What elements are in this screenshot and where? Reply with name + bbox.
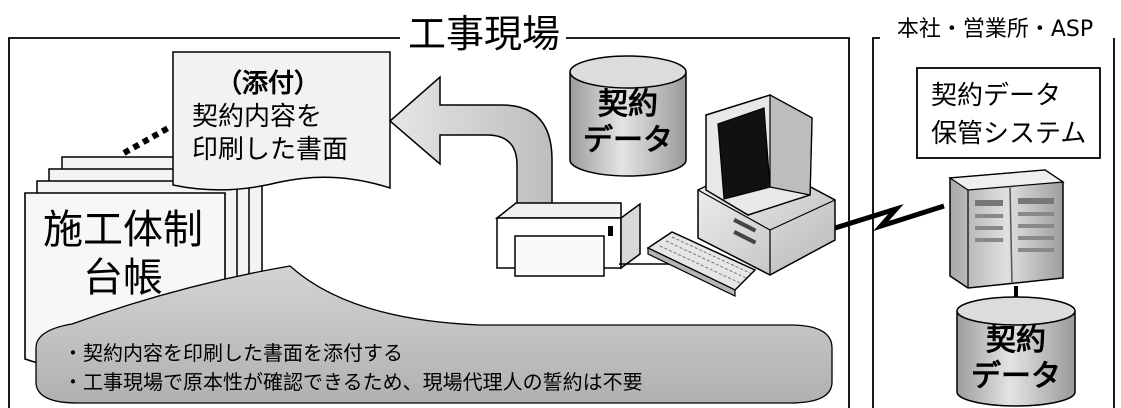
notes-callout bbox=[35, 265, 833, 404]
storage-system-box bbox=[916, 67, 1101, 159]
attachment-line2: 印刷した書面 bbox=[192, 135, 348, 165]
print-arrow bbox=[388, 75, 553, 206]
ledger-line1: 施工体制 bbox=[43, 207, 203, 253]
office-db-line1: 契約 bbox=[986, 323, 1046, 358]
attachment-connector bbox=[122, 124, 172, 156]
office-title: 本社・営業所・ASP bbox=[897, 17, 1093, 42]
printer-icon bbox=[494, 202, 700, 277]
note-line-2: ・工事現場で原本性が確認できるため、現場代理人の誓約は不要 bbox=[63, 370, 643, 394]
site-db-line1: 契約 bbox=[598, 87, 658, 122]
keyboard-icon bbox=[646, 231, 757, 297]
attachment-heading: （添付） bbox=[216, 69, 320, 99]
site-database-icon bbox=[569, 55, 687, 177]
attached-document bbox=[172, 51, 391, 191]
office-db-line2: データ bbox=[971, 359, 1061, 394]
computer-icon bbox=[697, 93, 836, 276]
office-frame bbox=[872, 37, 1115, 408]
server-icon bbox=[948, 169, 1065, 289]
storage-system-line1: 契約データ bbox=[931, 81, 1061, 111]
office-database-icon bbox=[956, 296, 1076, 407]
site-db-line2: データ bbox=[583, 123, 673, 158]
attachment-line1: 契約内容を bbox=[192, 102, 322, 132]
network-link-icon bbox=[834, 203, 945, 232]
storage-system-line2: 保管システム bbox=[931, 119, 1086, 149]
site-frame bbox=[8, 37, 850, 408]
note-line-1: ・契約内容を印刷した書面を添付する bbox=[63, 341, 403, 365]
site-title: 工事現場 bbox=[408, 12, 560, 56]
ledger-line2: 台帳 bbox=[83, 255, 163, 301]
